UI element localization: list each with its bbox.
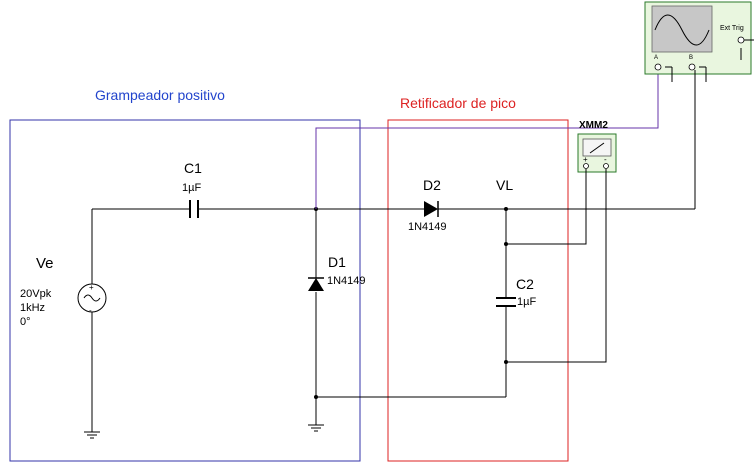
- multimeter-plus-terminal[interactable]: [583, 163, 589, 169]
- vl-node-label: VL: [496, 177, 513, 193]
- c1-name: C1: [184, 160, 202, 176]
- ground-icon: [308, 424, 324, 432]
- multimeter-minus-label: -: [604, 155, 607, 164]
- c2-branch-wire: [316, 207, 508, 398]
- multimeter-name: XMM2: [579, 120, 608, 131]
- ac-source-ve[interactable]: + -: [77, 283, 107, 315]
- oscilloscope[interactable]: [644, 1, 754, 82]
- d2-value: 1N4149: [408, 221, 447, 233]
- source-frequency: 1kHz: [20, 302, 45, 314]
- multimeter-xmm2[interactable]: [577, 133, 617, 173]
- channel-a-terminal[interactable]: [654, 63, 662, 71]
- ground-icon: [84, 431, 100, 439]
- capacitor-c2[interactable]: [496, 297, 516, 307]
- source-phase: 0°: [20, 316, 31, 328]
- channel-a-label: A: [654, 55, 658, 61]
- probe-a-wire: [315, 72, 659, 209]
- diode-d1[interactable]: [308, 277, 324, 291]
- source-name: Ve: [36, 255, 54, 272]
- channel-b-terminal[interactable]: [688, 63, 696, 71]
- d1-name: D1: [328, 254, 346, 270]
- c2-name: C2: [516, 276, 534, 292]
- ext-trig-label: Ext Trig: [720, 25, 744, 32]
- channel-b-label: B: [689, 55, 693, 61]
- svg-text:+: +: [89, 283, 94, 292]
- c1-value: 1µF: [182, 182, 201, 194]
- c2-value: 1µF: [517, 296, 536, 308]
- clamper-section-box: [9, 119, 361, 462]
- rectifier-section-box: [387, 119, 569, 462]
- svg-text:-: -: [89, 306, 92, 315]
- clamper-title: Grampeador positivo: [95, 87, 225, 103]
- source-amplitude: 20Vpk: [20, 288, 52, 300]
- top-wire: [91, 208, 695, 432]
- ext-trig-terminal[interactable]: [737, 36, 745, 44]
- sine-icon: [83, 294, 101, 302]
- rectifier-title: Retificador de pico: [400, 95, 516, 111]
- multimeter-wires: [506, 169, 607, 363]
- d1-branch-wire: [314, 207, 318, 425]
- d2-name: D2: [423, 177, 441, 193]
- multimeter-minus-terminal[interactable]: [603, 163, 609, 169]
- diode-d2[interactable]: [424, 201, 439, 217]
- capacitor-c1[interactable]: [189, 200, 199, 218]
- waveform-icon: [654, 14, 710, 46]
- meter-needle-icon: [589, 142, 605, 154]
- d1-value: 1N4149: [327, 275, 366, 287]
- multimeter-plus-label: +: [583, 155, 588, 164]
